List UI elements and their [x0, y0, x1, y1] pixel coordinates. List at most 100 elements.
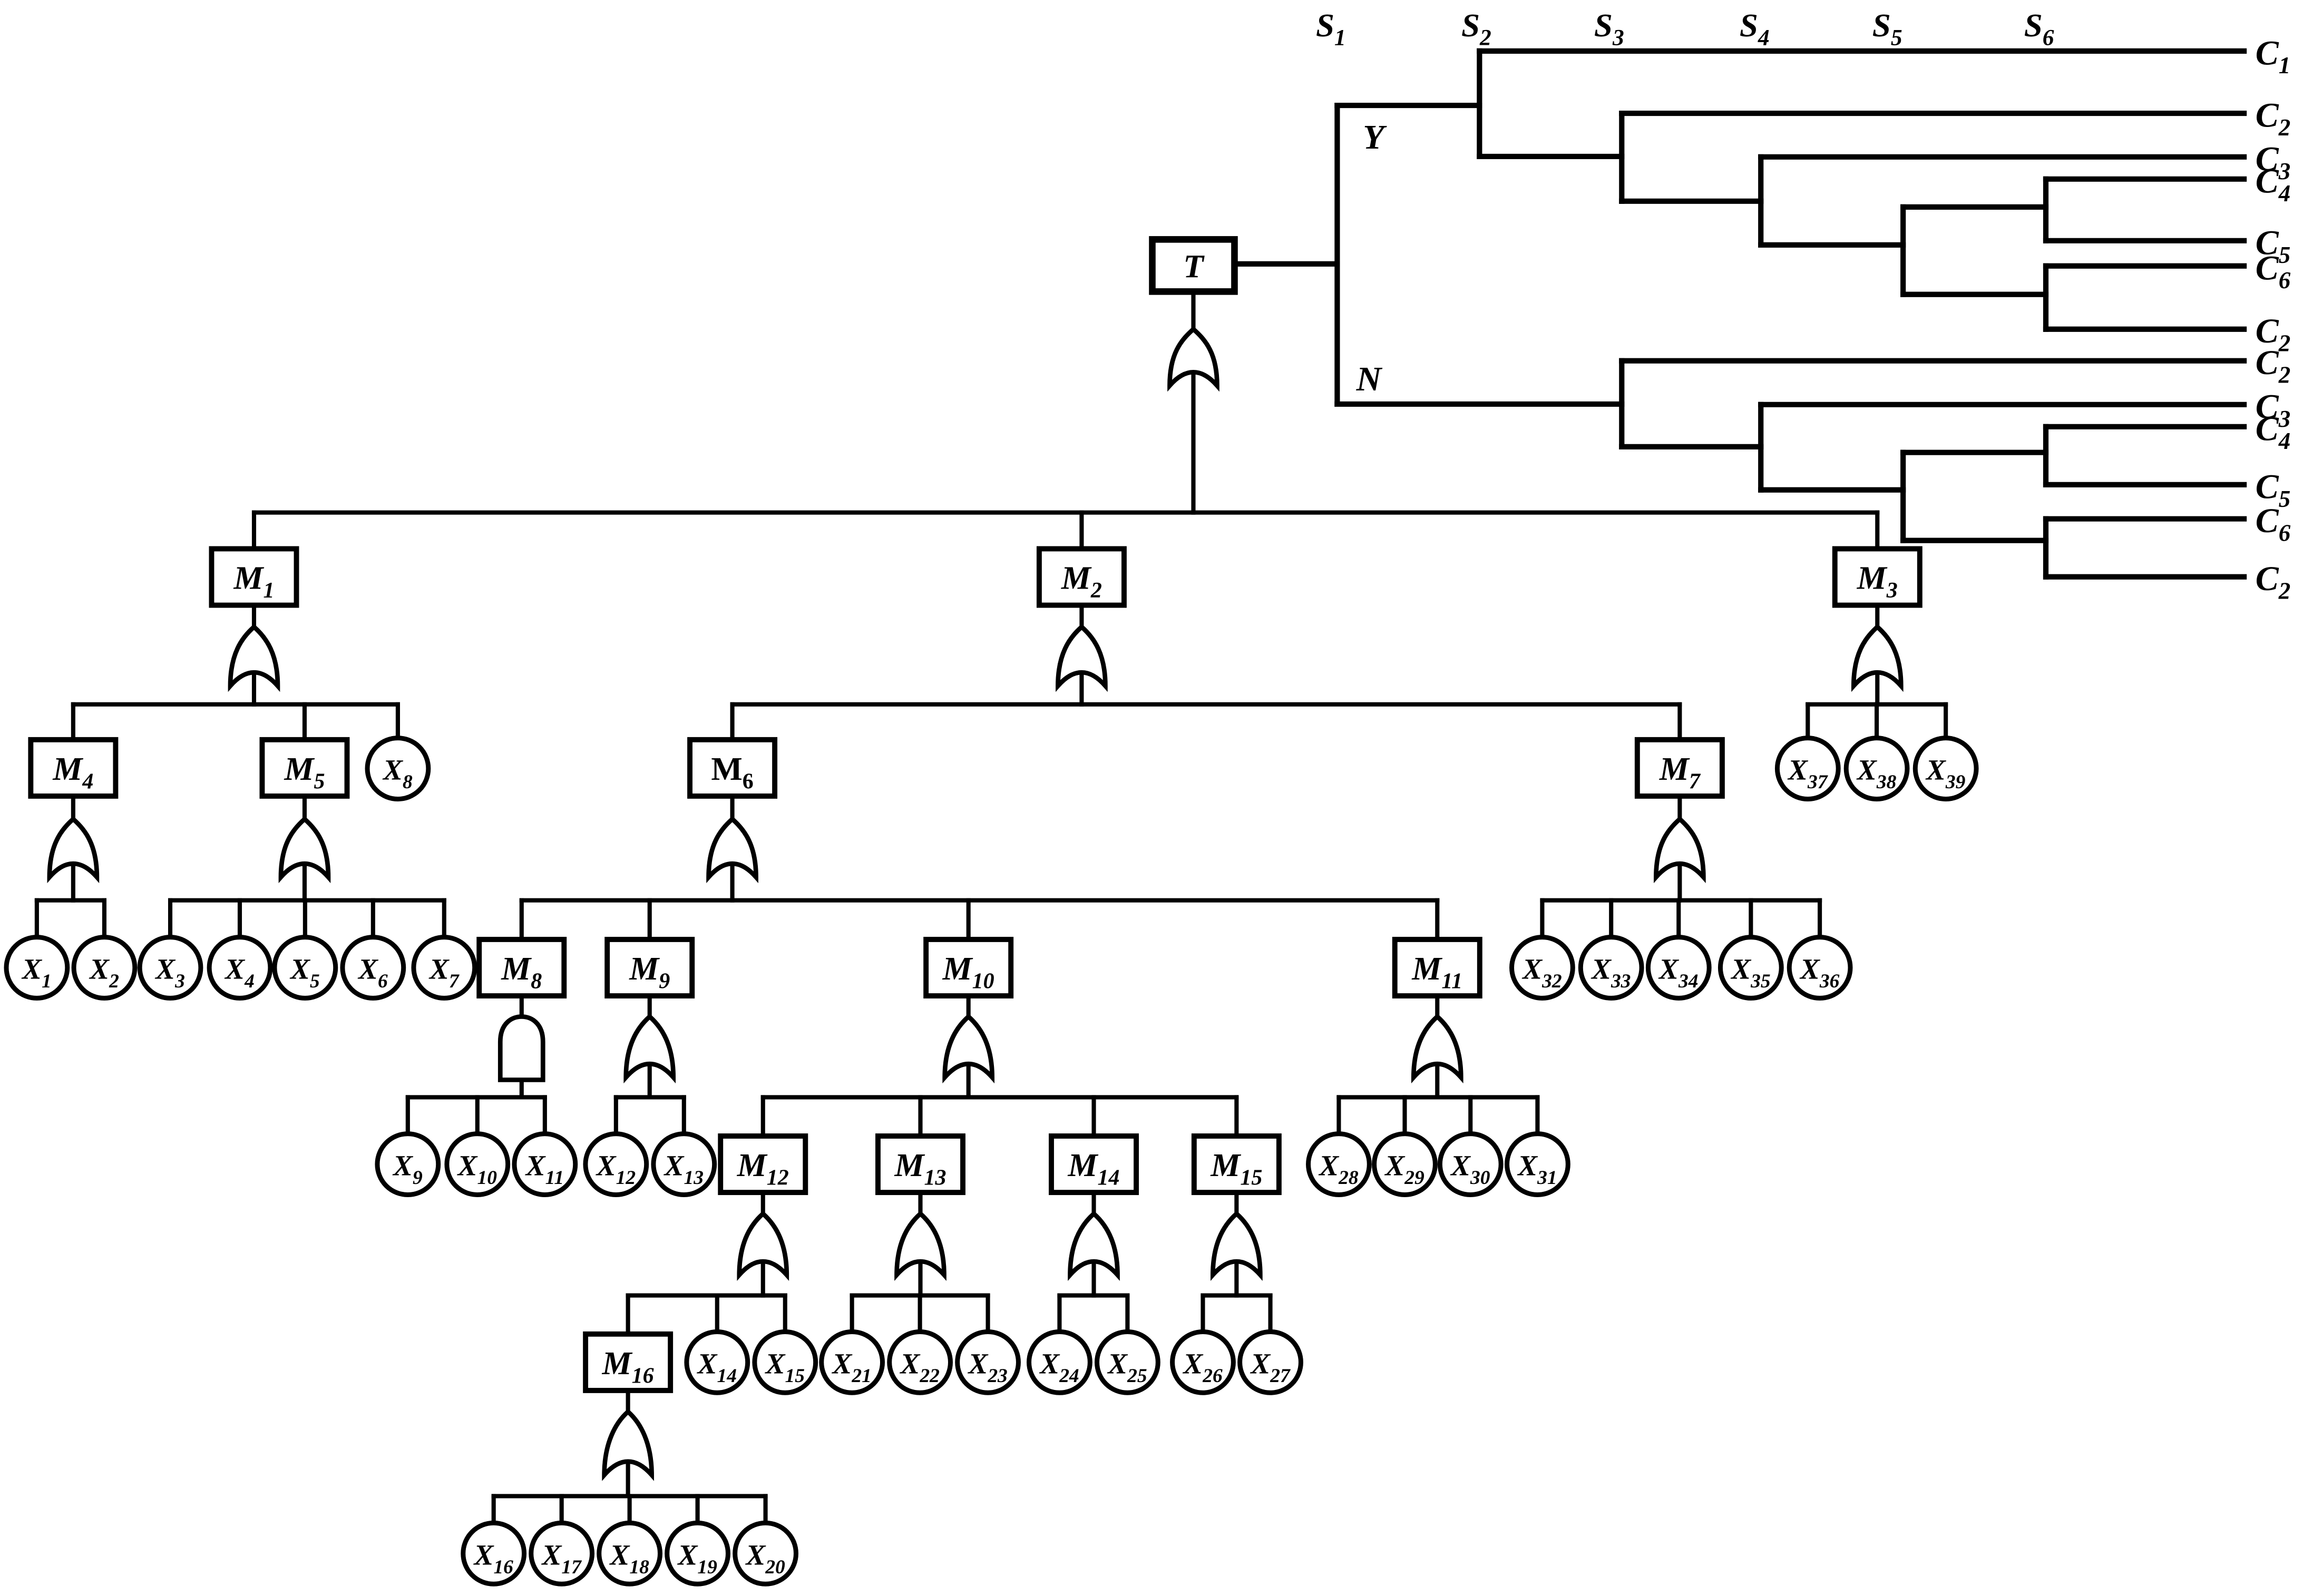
intermediate-event-box-M12: [718, 1133, 808, 1196]
event-label-M1: M1: [233, 560, 274, 603]
basic-event-label-X18: X18: [609, 1539, 649, 1578]
basic-event-label-X27-base: X: [1250, 1348, 1271, 1380]
basic-event-label-X25-base: X: [1107, 1348, 1128, 1380]
basic-event-circle-X1: [4, 935, 70, 1001]
basic-event-label-X19: X19: [677, 1539, 717, 1578]
basic-event-label-X6: X6: [357, 953, 388, 992]
safety-function-header-S3: S3: [1594, 7, 1624, 50]
basic-event-label-X34-base: X: [1658, 953, 1680, 985]
basic-event-label-X7-subscript: 7: [449, 971, 460, 992]
basic-event-circle-X11: [512, 1131, 578, 1197]
basic-event-circle-X7: [411, 935, 477, 1001]
event-label-M7-subscript: 7: [1689, 769, 1701, 794]
event-label-M11: M11: [1411, 950, 1462, 993]
basic-event-label-X11-base: X: [525, 1150, 547, 1182]
basic-event-label-X2-subscript: 2: [109, 971, 119, 992]
consequence-label-C3-row3-base: C: [2256, 140, 2279, 178]
basic-event-circle-X8: [365, 736, 431, 801]
event-label-M2-base: M: [1061, 560, 1092, 596]
event-label-M13-subscript: 13: [924, 1166, 946, 1190]
basic-event-circle-X18: [597, 1520, 663, 1587]
event-label-M9-subscript: 9: [659, 969, 670, 993]
consequence-label-C2-row13: C2: [2256, 560, 2291, 604]
or-gate-M11: [1411, 1013, 1463, 1084]
event-label-M13-base: M: [894, 1147, 925, 1183]
consequence-label-C2-row13-base: C: [2256, 560, 2279, 598]
event-label-M3: M3: [1857, 560, 1898, 603]
basic-event-label-X35-base: X: [1730, 953, 1752, 985]
intermediate-event-box-M4: [28, 737, 119, 799]
or-gate-M12: [737, 1210, 789, 1281]
intermediate-event-box-M3: [1832, 546, 1923, 608]
basic-event-circle-X2: [71, 935, 138, 1001]
basic-event-label-X23-subscript: 23: [987, 1365, 1007, 1387]
basic-event-label-X6-subscript: 6: [378, 971, 388, 992]
basic-event-label-X27-subscript: 27: [1270, 1365, 1291, 1387]
event-label-M6: M6: [711, 750, 753, 794]
basic-event-label-X12-subscript: 12: [616, 1167, 636, 1189]
basic-event-circle-X20: [733, 1520, 798, 1587]
basic-event-label-X8-subscript: 8: [403, 771, 413, 793]
or-gate-M16: [602, 1408, 654, 1481]
basic-event-label-X20-base: X: [745, 1539, 766, 1571]
intermediate-event-box-M5: [259, 737, 350, 799]
basic-event-circle-X17: [529, 1520, 595, 1587]
basic-event-circle-X22: [887, 1329, 953, 1395]
basic-event-label-X13: X13: [663, 1150, 704, 1189]
intermediate-event-box-M11: [1392, 936, 1482, 998]
basic-event-label-X34-subscript: 34: [1678, 971, 1698, 992]
basic-event-label-X15: X15: [765, 1348, 805, 1386]
consequence-label-C2-row2: C2: [2256, 96, 2291, 141]
consequence-label-C4-row4-subscript: 4: [2278, 180, 2290, 207]
basic-event-label-X1-subscript: 1: [42, 971, 52, 992]
basic-event-label-X25: X25: [1107, 1348, 1147, 1386]
consequence-label-C2-row2-subscript: 2: [2278, 114, 2290, 141]
intermediate-event-box-M6: [687, 737, 778, 799]
basic-event-label-X5-subscript: 5: [310, 971, 320, 992]
basic-event-label-X14-subscript: 14: [717, 1365, 737, 1387]
event-label-M12-base: M: [737, 1147, 768, 1183]
event-label-M13: M13: [894, 1147, 946, 1190]
top-event-box: [1149, 236, 1238, 295]
or-gate-M7: [1654, 816, 1706, 884]
branch-label-N: N: [1356, 360, 1383, 398]
basic-event-label-X5: X5: [289, 953, 320, 992]
basic-event-label-X24-subscript: 24: [1059, 1365, 1079, 1387]
event-label-M8-base: M: [501, 950, 532, 987]
basic-event-label-X23-base: X: [967, 1348, 989, 1380]
basic-event-label-X32-base: X: [1521, 953, 1543, 985]
basic-event-label-X32-subscript: 32: [1541, 971, 1562, 992]
basic-event-label-X16: X16: [473, 1539, 513, 1578]
basic-event-label-X6-base: X: [357, 953, 379, 985]
basic-event-label-X28: X28: [1318, 1150, 1359, 1189]
basic-event-label-X37: X37: [1787, 755, 1828, 793]
safety-function-header-S2-subscript: 2: [1479, 25, 1491, 50]
consequence-label-C2-row8-base: C: [2256, 344, 2279, 382]
basic-event-label-X38-base: X: [1856, 755, 1878, 787]
basic-event-label-X3-base: X: [154, 953, 176, 985]
basic-event-label-X24: X24: [1039, 1348, 1079, 1386]
consequence-label-C5-row11: C5: [2256, 467, 2291, 512]
basic-event-label-X20: X20: [745, 1539, 785, 1578]
intermediate-event-box-M16: [583, 1331, 674, 1393]
event-label-M11-subscript: 11: [1441, 969, 1462, 993]
basic-event-label-X14: X14: [697, 1348, 737, 1386]
basic-event-label-X7-base: X: [428, 953, 450, 985]
basic-event-circle-X3: [137, 935, 203, 1001]
basic-event-label-X26: X26: [1182, 1348, 1223, 1386]
basic-event-label-X37-base: X: [1787, 755, 1809, 787]
basic-event-circle-X23: [955, 1329, 1021, 1395]
event-label-M14-base: M: [1068, 1147, 1099, 1183]
basic-event-label-X21-base: X: [831, 1348, 853, 1380]
basic-event-label-X29: X29: [1384, 1150, 1424, 1189]
consequence-label-C6-row6-subscript: 6: [2279, 267, 2291, 293]
basic-event-label-X18-subscript: 18: [629, 1556, 649, 1578]
event-label-M7-base: M: [1659, 750, 1690, 787]
event-label-T: T: [1183, 248, 1205, 285]
consequence-label-C1-row1: C1: [2256, 34, 2291, 78]
basic-event-label-X27: X27: [1250, 1348, 1291, 1386]
or-gate-M9: [623, 1013, 676, 1084]
basic-event-label-X8: X8: [382, 755, 413, 793]
